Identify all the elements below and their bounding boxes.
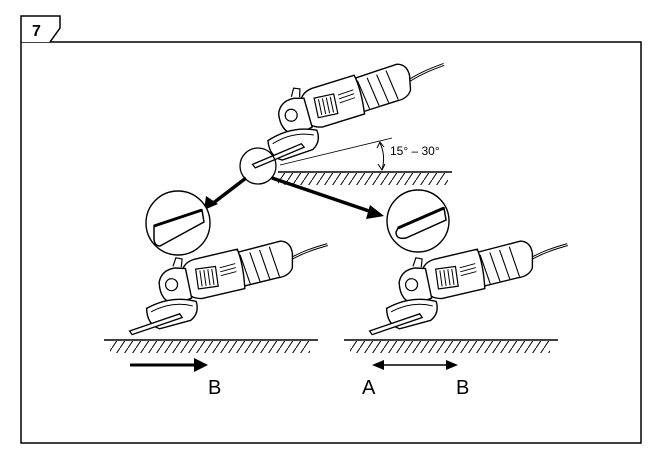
direction-arrowhead-b (446, 360, 458, 370)
figure-number-tab (20, 15, 61, 43)
disc-edge-flat-detail-icon (145, 190, 211, 256)
bottom-left-scene: B (104, 233, 338, 399)
angle-label: 15° – 30° (390, 144, 440, 158)
direction-label-a: A (362, 377, 376, 399)
bottom-right-scene: A B (344, 233, 578, 399)
top-scene: 15° – 30° (204, 53, 459, 219)
direction-arrow-left (194, 358, 208, 372)
angle-arc (379, 142, 385, 171)
direction-label-left-b: B (208, 377, 221, 399)
angle-grinder-icon (358, 233, 578, 337)
arrow-to-right-detail (366, 205, 384, 219)
zoom-circle (239, 147, 277, 185)
direction-arrowhead-a (372, 360, 384, 370)
disc-edge-rounded-detail-icon (386, 189, 450, 253)
figure-number: 7 (32, 23, 41, 40)
direction-label-right-b: B (456, 377, 469, 399)
arrow-to-left-detail (204, 196, 218, 210)
figure-frame (20, 41, 642, 444)
angle-grinder-icon (118, 233, 338, 337)
